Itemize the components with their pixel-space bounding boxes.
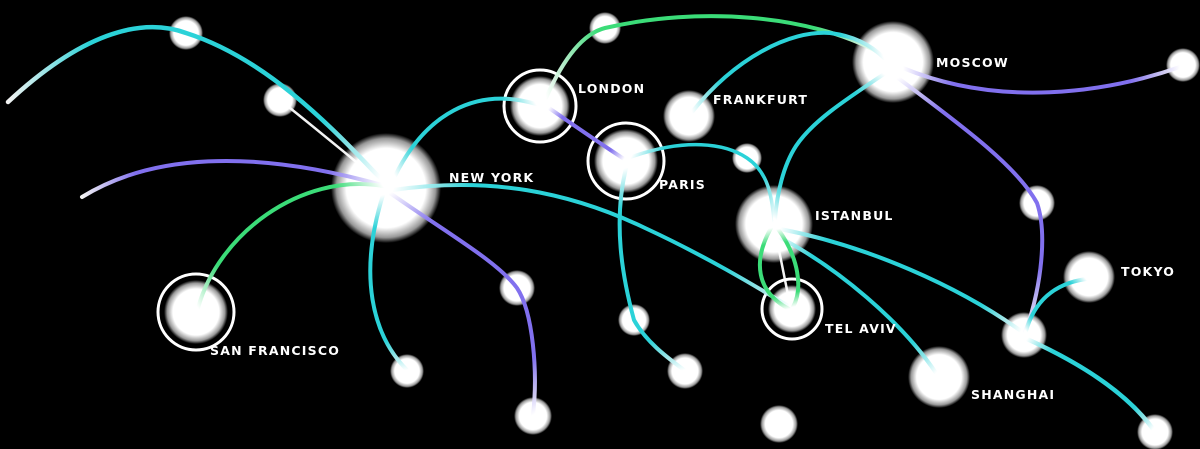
city-ring-san-francisco	[156, 272, 236, 352]
edge-purple-west-newyork	[80, 158, 384, 199]
city-label-paris: PARIS	[659, 177, 706, 192]
city-node-tokyo[interactable]	[1063, 251, 1115, 303]
city-node-shanghai[interactable]	[908, 346, 970, 408]
edge-newyork-waypoint11	[388, 191, 537, 417]
edges-layer	[5, 14, 1182, 432]
edge-moscow-waypoint5	[901, 65, 1182, 95]
node-waypoint-12[interactable]	[760, 405, 798, 443]
edge-moscow-junction	[896, 76, 1045, 334]
city-label-istanbul: ISTANBUL	[815, 208, 894, 223]
edge-newyork-waypoint10	[368, 193, 409, 372]
edge-istanbul-shanghai	[777, 235, 938, 375]
edge-sanfrancisco-newyork	[196, 182, 385, 310]
city-label-shanghai: SHANGHAI	[971, 387, 1055, 402]
city-ring-paris	[586, 121, 666, 201]
city-node-tel-aviv[interactable]	[768, 285, 816, 333]
labels-layer: NEW YORK LONDON PARIS FRANKFURT MOSCOW ISTANB…	[210, 55, 1175, 402]
city-label-london: LONDON	[578, 81, 645, 96]
edge-west-arc-newyork	[5, 24, 383, 181]
city-label-san-francisco: SAN FRANCISCO	[210, 343, 340, 358]
edge-moscow-istanbul	[773, 72, 886, 221]
edge-frankfurt-moscow	[690, 30, 886, 114]
edge-london-paris	[547, 106, 626, 161]
edge-waypoint2-newyork	[278, 98, 380, 182]
city-node-moscow[interactable]	[852, 21, 934, 103]
city-ring-london	[502, 68, 578, 144]
node-waypoint-5[interactable]	[1166, 48, 1200, 82]
city-node-san-francisco[interactable]	[164, 280, 228, 344]
city-label-tokyo: TOKYO	[1121, 264, 1175, 279]
edge-newyork-london	[393, 96, 538, 178]
city-label-tel-aviv: TEL AVIV	[825, 321, 897, 336]
city-node-new-york[interactable]	[331, 133, 441, 243]
edge-istanbul-telaviv-b	[776, 227, 801, 309]
node-junction-east[interactable]	[1001, 312, 1047, 358]
edge-telaviv-istanbul-ray	[773, 228, 792, 307]
edge-istanbul-junction	[778, 227, 1023, 333]
edge-paris-istanbul	[629, 142, 776, 223]
edge-newyork-telaviv	[391, 182, 792, 309]
city-ring-tel-aviv	[760, 277, 824, 341]
city-node-frankfurt[interactable]	[663, 90, 715, 142]
edge-istanbul-telaviv-a	[757, 226, 791, 311]
city-label-new-york: NEW YORK	[449, 170, 534, 185]
city-node-paris[interactable]	[594, 129, 658, 193]
city-label-moscow: MOSCOW	[936, 55, 1009, 70]
edge-london-moscow	[544, 14, 880, 100]
city-label-frankfurt: FRANKFURT	[713, 92, 808, 107]
edge-paris-waypoint9	[617, 166, 686, 372]
edge-junction-waypoint14	[1024, 336, 1156, 432]
city-node-london[interactable]	[510, 76, 570, 136]
edge-junction-tokyo	[1024, 277, 1088, 333]
